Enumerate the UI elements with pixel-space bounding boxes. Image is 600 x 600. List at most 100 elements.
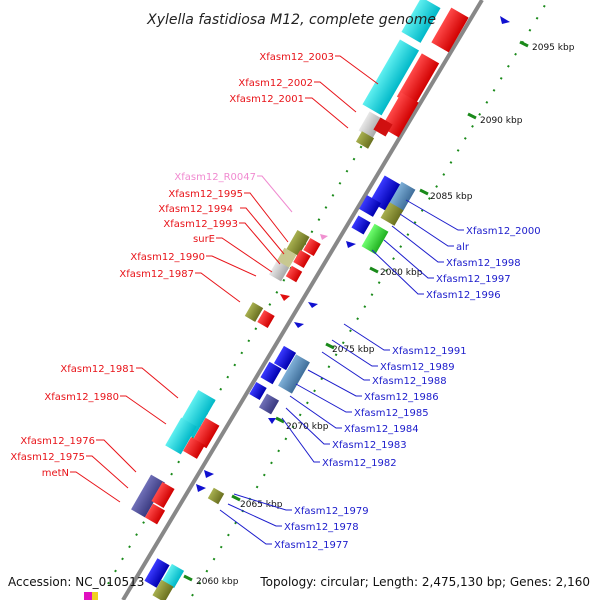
gene-feature [358, 111, 384, 139]
gene-label: Xfasm12_1996 [426, 290, 501, 301]
gene-label: Xfasm12_1975 [10, 452, 85, 463]
gene-feature [286, 229, 310, 257]
gene-feature [285, 265, 303, 283]
gene-feature [280, 294, 290, 301]
rna-leader-line [257, 175, 293, 213]
gene-feature [144, 503, 166, 525]
gene-feature [249, 381, 267, 401]
gene-feature [500, 16, 510, 24]
gene-feature [257, 309, 275, 329]
kbp-label-2075: 2075 kbp [332, 345, 375, 355]
gene-label: Xfasm12_1981 [60, 364, 135, 375]
gene-feature [258, 393, 280, 415]
gene-feature [92, 592, 98, 600]
gene-label: Xfasm12_1986 [364, 392, 439, 403]
gene-feature [355, 131, 375, 149]
kbp-label-2090: 2090 kbp [480, 116, 523, 126]
gene-feature [131, 474, 165, 518]
gene-label: Xfasm12_2000 [466, 226, 541, 237]
page-title: Xylella fastidiosa M12, complete genome [146, 12, 436, 28]
gene-feature [273, 345, 297, 371]
gene-label: Xfasm12_1989 [380, 362, 455, 373]
kbp-label: 2070 kbp [286, 422, 329, 432]
gene-feature [359, 195, 381, 217]
gene-feature [293, 249, 311, 269]
accession-text: Accession: NC_010513 [8, 575, 144, 589]
gene-feature [161, 563, 185, 589]
gene-label: Xfasm12_1995 [168, 189, 243, 200]
gene-feature [388, 181, 416, 213]
gene-block-bottom [84, 558, 185, 600]
left-leader-lines [70, 55, 379, 503]
gene-feature [151, 481, 175, 509]
kbp-label-2085: 2085 kbp [430, 192, 473, 202]
kbp-label: 2080 kbp [380, 268, 423, 278]
gene-block-lower-right [249, 345, 310, 424]
kbp-label: 2075 kbp [332, 345, 375, 355]
kbp-label-2095: 2095 kbp [532, 43, 575, 53]
gene-feature [207, 487, 225, 505]
gene-feature [303, 237, 321, 257]
gene-feature [308, 302, 318, 308]
gene-label: Xfasm12_1984 [344, 424, 419, 435]
gene-label: Xfasm12_2002 [238, 78, 313, 89]
gene-label: Xfasm12_1983 [332, 440, 407, 451]
kbp-ticks [183, 40, 529, 582]
gene-label: Xfasm12_1998 [446, 258, 521, 269]
gene-label: metN [42, 468, 69, 479]
gene-label: Xfasm12_1993 [163, 219, 238, 230]
rna-label: Xfasm12_R0047 [174, 172, 256, 183]
gene-feature [260, 361, 282, 385]
kbp-label: 2095 kbp [532, 43, 575, 53]
gene-label: Xfasm12_1985 [354, 408, 429, 419]
gene-feature [152, 579, 174, 600]
gene-feature [183, 437, 205, 459]
gene-feature [192, 417, 220, 449]
left-labels: Xfasm12_2003 Xfasm12_2002 Xfasm12_2001 X… [10, 52, 334, 479]
kbp-label: 2090 kbp [480, 116, 523, 126]
kbp-label-2070: 2070 kbp [286, 422, 329, 432]
rna-feature [320, 234, 328, 240]
gene-feature [362, 39, 420, 116]
right-leader-lines [219, 199, 464, 545]
kbp-label-2065: 2065 kbp [240, 500, 283, 510]
footer: Accession: NC_010513 Topology: circular;… [8, 575, 590, 589]
kbp-label-2060: 2060 kbp [196, 577, 239, 587]
kbp-label: 2060 kbp [196, 577, 239, 587]
gene-feature [431, 7, 469, 53]
gene-label: Xfasm12_1988 [372, 376, 447, 387]
gene-label: Xfasm12_1977 [274, 540, 349, 551]
kbp-label-2080: 2080 kbp [380, 268, 423, 278]
gene-feature [165, 417, 197, 455]
gene-label: Xfasm12_2003 [259, 52, 334, 63]
backbone-circle [121, 0, 484, 600]
gene-label: surE [193, 234, 215, 245]
gene-label: Xfasm12_1976 [20, 436, 95, 447]
kbp-label: 2085 kbp [430, 192, 473, 202]
gene-label: Xfasm12_1991 [392, 346, 467, 357]
gene-feature [346, 241, 356, 248]
gene-feature [144, 558, 170, 588]
gene-feature [396, 53, 440, 107]
gene-feature [196, 484, 206, 492]
gene-feature [361, 223, 389, 255]
gene-block-metN [131, 470, 225, 525]
gene-label: Xfasm12_1982 [322, 458, 397, 469]
gene-block-left-lower [165, 389, 220, 459]
gene-feature [278, 354, 310, 394]
gene-block-left-middle [244, 229, 328, 329]
map-title: Xylella fastidiosa M12, complete genome [146, 12, 436, 28]
summary-text: Topology: circular; Length: 2,475,130 bp… [259, 575, 590, 589]
gene-block-top [355, 0, 510, 149]
gene-feature [204, 470, 214, 478]
gene-feature [373, 117, 393, 137]
gene-feature [294, 322, 304, 328]
gene-label: Xfasm12_1994 [158, 204, 233, 215]
right-labels: Xfasm12_2000 alr Xfasm12_1998 Xfasm12_19… [274, 226, 541, 551]
gene-label: Xfasm12_2001 [229, 94, 304, 105]
gene-feature [380, 202, 404, 226]
gene-feature [401, 0, 441, 43]
gene-label: Xfasm12_1987 [119, 269, 194, 280]
gene-label: Xfasm12_1979 [294, 506, 369, 517]
